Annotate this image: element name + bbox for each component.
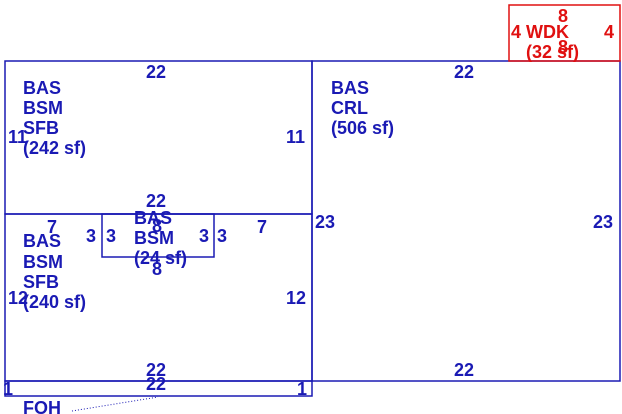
upper-left-area-size: (242 sf) [23,138,86,158]
right-dim-left: 23 [315,212,335,232]
strip-label: FOH [23,398,61,414]
right-label-1: BAS [331,78,369,98]
upper-left-dim-right: 11 [286,127,305,147]
deck-dim-right: 4 [604,22,614,42]
lower-left-dim-top: 22 [146,191,166,211]
lower-left-label-3: SFB [23,272,59,292]
small-center-dim-top: 8 [152,216,162,236]
upper-left-dim-left: 11 [8,127,27,147]
deck-area-outline [508,4,621,62]
strip-dim-top: 22 [146,374,166,394]
right-area-outline [311,60,621,382]
strip-dim-left: 1 [3,379,13,399]
strip-area-outline [4,380,313,397]
small-center-dim-left-out: 3 [86,226,96,246]
lower-left-label-1: BAS [23,231,61,251]
lower-left-dim-right: 12 [286,288,306,308]
lower-left-dim-bottom: 22 [146,360,166,380]
deck-dim-left: 4 [511,22,521,42]
right-dim-bottom: 22 [454,360,474,380]
right-dim-top: 22 [454,62,474,82]
small-center-area-outline [101,213,215,258]
strip-dim-right: 1 [297,379,307,399]
small-center-area-size: (24 sf) [134,248,187,268]
deck-area-size: (32 sf) [526,42,579,62]
small-center-dim-right-in: 3 [199,226,209,246]
lower-left-dim-top-right: 7 [257,217,267,237]
deck-dim-bottom: 8 [558,37,568,57]
small-center-label-2: BSM [134,228,174,248]
upper-left-label-1: BAS [23,78,61,98]
upper-left-dim-top: 22 [146,62,166,82]
deck-label: WDK [526,22,569,42]
small-center-dim-bottom: 8 [152,259,162,279]
small-center-dim-left-in: 3 [106,226,116,246]
upper-left-label-3: SFB [23,118,59,138]
small-center-label-1: BAS [134,208,172,228]
small-center-dim-right-out: 3 [217,226,227,246]
lower-left-dim-left: 12 [8,288,28,308]
right-dim-right: 23 [593,212,613,232]
right-area-size: (506 sf) [331,118,394,138]
upper-left-label-2: BSM [23,98,63,118]
lower-left-dim-top-left: 7 [47,217,57,237]
foh-leader-line [71,396,159,412]
deck-dim-top: 8 [558,6,568,26]
lower-left-label-2: BSM [23,252,63,272]
lower-left-area-size: (240 sf) [23,292,86,312]
right-label-2: CRL [331,98,368,118]
